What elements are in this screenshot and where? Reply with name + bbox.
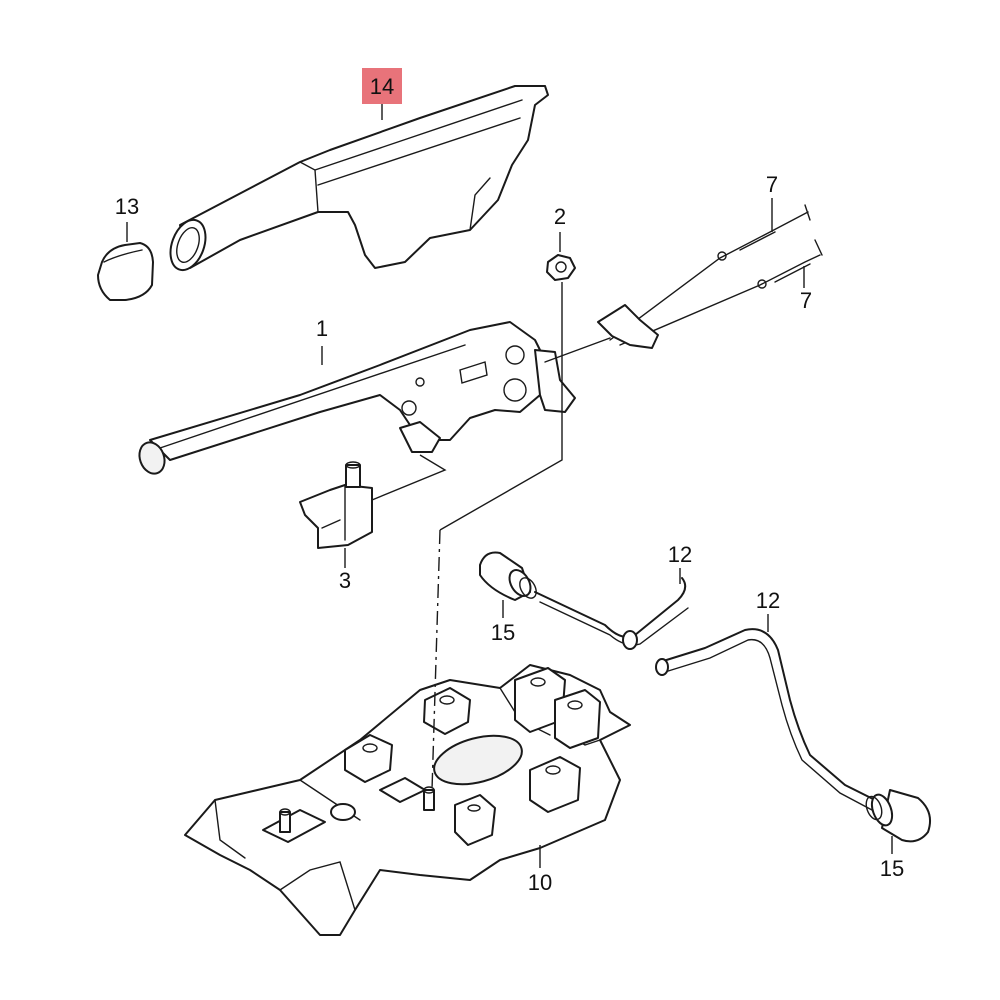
callout-3[interactable]: 3 xyxy=(339,568,351,593)
part-10-mounting-bracket[interactable] xyxy=(184,664,631,936)
callout-14-highlight xyxy=(362,68,402,104)
callout-15-left[interactable]: 15 xyxy=(491,620,515,645)
callout-12-right[interactable]: 12 xyxy=(756,588,780,613)
callout-7-lower[interactable]: 7 xyxy=(800,288,812,313)
part-1-handbrake-lever[interactable] xyxy=(135,304,659,477)
part-15-grommet-left[interactable] xyxy=(479,551,540,602)
callout-2[interactable]: 2 xyxy=(554,204,566,229)
callout-1[interactable]: 1 xyxy=(316,316,328,341)
part-3-brake-switch[interactable] xyxy=(299,454,447,549)
part-12-tube-right[interactable] xyxy=(655,628,876,811)
callout-15-right[interactable]: 15 xyxy=(880,856,904,881)
callout-13[interactable]: 13 xyxy=(115,194,139,219)
callout-10[interactable]: 10 xyxy=(528,870,552,895)
leader-lines xyxy=(126,104,893,868)
callout-12-left[interactable]: 12 xyxy=(668,542,692,567)
callouts: 14 13 2 7 1 7 3 12 12 15 15 10 xyxy=(115,74,904,895)
part-12-tube-left[interactable] xyxy=(534,577,689,650)
part-2-nut[interactable] xyxy=(546,254,576,281)
part-7-brake-cables[interactable] xyxy=(609,204,823,346)
part-14-handle-cover[interactable] xyxy=(164,85,549,275)
part-13-end-cap[interactable] xyxy=(97,242,154,301)
part-15-grommet-right[interactable] xyxy=(863,789,931,843)
callout-7-upper[interactable]: 7 xyxy=(766,172,778,197)
callout-14[interactable]: 14 xyxy=(370,74,394,99)
